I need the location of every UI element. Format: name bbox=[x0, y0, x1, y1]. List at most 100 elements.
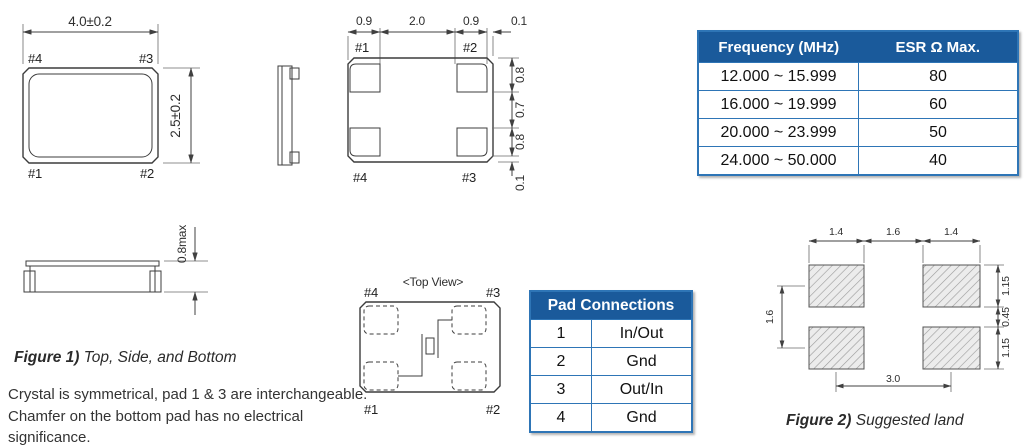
note-line: significance. bbox=[8, 429, 91, 446]
schematic-title: <Top View> bbox=[403, 275, 464, 289]
package-outline bbox=[359, 301, 501, 393]
side-body bbox=[277, 65, 293, 166]
pad-function: Gnd bbox=[591, 347, 693, 376]
dim-land-vgap: 0.45 bbox=[1000, 307, 1012, 327]
right-dimensions: 1.15 0.45 1.15 bbox=[984, 264, 1012, 370]
height-dimension: 0.8max bbox=[164, 225, 208, 315]
frequency-header: Frequency (MHz) bbox=[698, 31, 859, 63]
figure2-caption-number: Figure 2) bbox=[786, 412, 852, 429]
dim-land-height-bottom: 1.15 bbox=[1000, 338, 1012, 358]
pad-label-4: #4 bbox=[28, 51, 42, 66]
right-dimensions: 0.8 0.7 0.8 0.1 bbox=[492, 57, 527, 191]
pad-label-3: #3 bbox=[139, 51, 153, 66]
fig2-land-pattern-drawing: 1.4 1.6 1.4 1.15 0.45 1.15 1.6 bbox=[765, 226, 1012, 392]
profile-foot-left bbox=[23, 270, 36, 293]
dim-land-width-left: 1.4 bbox=[829, 226, 843, 238]
pad-function: Out/In bbox=[591, 375, 693, 404]
figure1-caption: Figure 1) Top, Side, and Bottom bbox=[14, 349, 237, 367]
dim-edge-vmargin: 0.1 bbox=[513, 174, 527, 191]
dim-land-height-top: 1.15 bbox=[1000, 276, 1012, 296]
pad-connections-table: Pad Connections 1 In/Out 2 Gnd 3 Out/In … bbox=[529, 290, 693, 433]
side-pad-bottom bbox=[289, 151, 300, 164]
pad-label-2: #2 bbox=[463, 40, 477, 55]
dim-pad-width-left: 0.9 bbox=[356, 14, 373, 28]
pad-number: 2 bbox=[529, 347, 592, 376]
dim-pad-vgap: 0.7 bbox=[513, 101, 527, 118]
fig1-top-view-drawing: 4.0±0.2 2.5±0.2 #4 #3 #1 #2 bbox=[22, 14, 200, 181]
symmetry-note: Crystal is symmetrical, pad 1 & 3 are in… bbox=[8, 384, 367, 447]
esr-value: 40 bbox=[858, 146, 1019, 176]
dim-pad-gap: 2.0 bbox=[409, 14, 426, 28]
package-outline bbox=[22, 67, 159, 164]
land-pad-top-left bbox=[808, 264, 865, 308]
hidden-pad-top-right bbox=[451, 305, 487, 335]
fig1-side-view-drawing bbox=[277, 65, 300, 166]
land-pad-top-right bbox=[922, 264, 981, 308]
pad-label-4: #4 bbox=[364, 285, 378, 300]
package-cavity bbox=[28, 73, 153, 158]
pad-label-4: #4 bbox=[353, 170, 367, 185]
figure2-caption: Figure 2) Suggested land bbox=[786, 412, 964, 430]
hidden-pad-bottom-right bbox=[451, 361, 487, 391]
figure1-caption-text: Top, Side, and Bottom bbox=[79, 349, 237, 366]
esr-value: 60 bbox=[858, 90, 1019, 119]
top-dimensions: 1.4 1.6 1.4 bbox=[808, 226, 981, 263]
frequency-range: 12.000 ~ 15.999 bbox=[697, 62, 859, 91]
fig1-bottom-view-drawing: 0.9 2.0 0.9 0.1 #1 #2 #4 #3 0.8 0.7 0.8 … bbox=[347, 14, 528, 191]
frequency-range: 24.000 ~ 50.000 bbox=[697, 146, 859, 176]
pad-function: Gnd bbox=[591, 403, 693, 433]
table-row: 16.000 ~ 19.999 60 bbox=[697, 90, 1019, 119]
table-row: 4 Gnd bbox=[529, 403, 693, 433]
table-header-row: Frequency (MHz) ESR Ω Max. bbox=[698, 31, 1018, 63]
pad-label-1: #1 bbox=[355, 40, 369, 55]
dim-pad-height-bottom: 0.8 bbox=[513, 133, 527, 150]
crystal-symbol bbox=[398, 319, 452, 377]
esr-value: 50 bbox=[858, 118, 1019, 147]
esr-table: Frequency (MHz) ESR Ω Max. 12.000 ~ 15.9… bbox=[697, 30, 1019, 176]
profile-body bbox=[29, 265, 156, 293]
esr-value: 80 bbox=[858, 62, 1019, 91]
pad-number: 1 bbox=[529, 319, 592, 348]
dim-pad-width-right: 0.9 bbox=[463, 14, 480, 28]
pad-connections-header: Pad Connections bbox=[530, 291, 692, 320]
width-dimension: 4.0±0.2 bbox=[22, 14, 159, 64]
table-header-row: Pad Connections bbox=[530, 291, 692, 320]
dim-width-label: 4.0±0.2 bbox=[68, 14, 112, 29]
frequency-range: 20.000 ~ 23.999 bbox=[697, 118, 859, 147]
pad-number: 4 bbox=[529, 403, 592, 433]
pad-bottom-left bbox=[349, 127, 381, 157]
dim-land-hgap: 1.6 bbox=[886, 226, 900, 238]
table-row: 20.000 ~ 23.999 50 bbox=[697, 118, 1019, 147]
side-pad-top bbox=[289, 67, 300, 80]
figure1-caption-number: Figure 1) bbox=[14, 349, 80, 366]
profile-lid bbox=[25, 260, 160, 267]
note-line: Crystal is symmetrical, pad 1 & 3 are in… bbox=[8, 386, 368, 403]
table-row: 12.000 ~ 15.999 80 bbox=[697, 62, 1019, 91]
top-dimensions: 0.9 2.0 0.9 0.1 bbox=[347, 14, 528, 64]
pad-number: 3 bbox=[529, 375, 592, 404]
pad-top-left bbox=[349, 63, 381, 93]
pad-label-1: #1 bbox=[28, 166, 42, 181]
bottom-dimension: 3.0 bbox=[835, 372, 952, 392]
dim-land-vpitch: 1.6 bbox=[765, 310, 776, 324]
dim-height-label: 2.5±0.2 bbox=[168, 94, 183, 138]
figure2-caption-text: Suggested land bbox=[851, 412, 964, 429]
table-row: 2 Gnd bbox=[529, 347, 693, 376]
package-outline bbox=[347, 57, 494, 163]
pad-label-2: #2 bbox=[486, 402, 500, 417]
pad-label-1: #1 bbox=[364, 402, 378, 417]
pad-bottom-right bbox=[456, 127, 488, 157]
esr-header: ESR Ω Max. bbox=[858, 31, 1018, 63]
frequency-range: 16.000 ~ 19.999 bbox=[697, 90, 859, 119]
dim-land-hpitch: 3.0 bbox=[886, 373, 900, 385]
hidden-pad-top-left bbox=[363, 305, 399, 335]
table-row: 3 Out/In bbox=[529, 375, 693, 404]
dim-max-height-label: 0.8max bbox=[175, 225, 189, 263]
left-dimension: 1.6 bbox=[765, 285, 805, 349]
dim-land-width-right: 1.4 bbox=[944, 226, 958, 238]
profile-foot-right bbox=[149, 270, 162, 293]
pad-label-2: #2 bbox=[140, 166, 154, 181]
pad-label-3: #3 bbox=[486, 285, 500, 300]
land-pad-bottom-left bbox=[808, 326, 865, 370]
